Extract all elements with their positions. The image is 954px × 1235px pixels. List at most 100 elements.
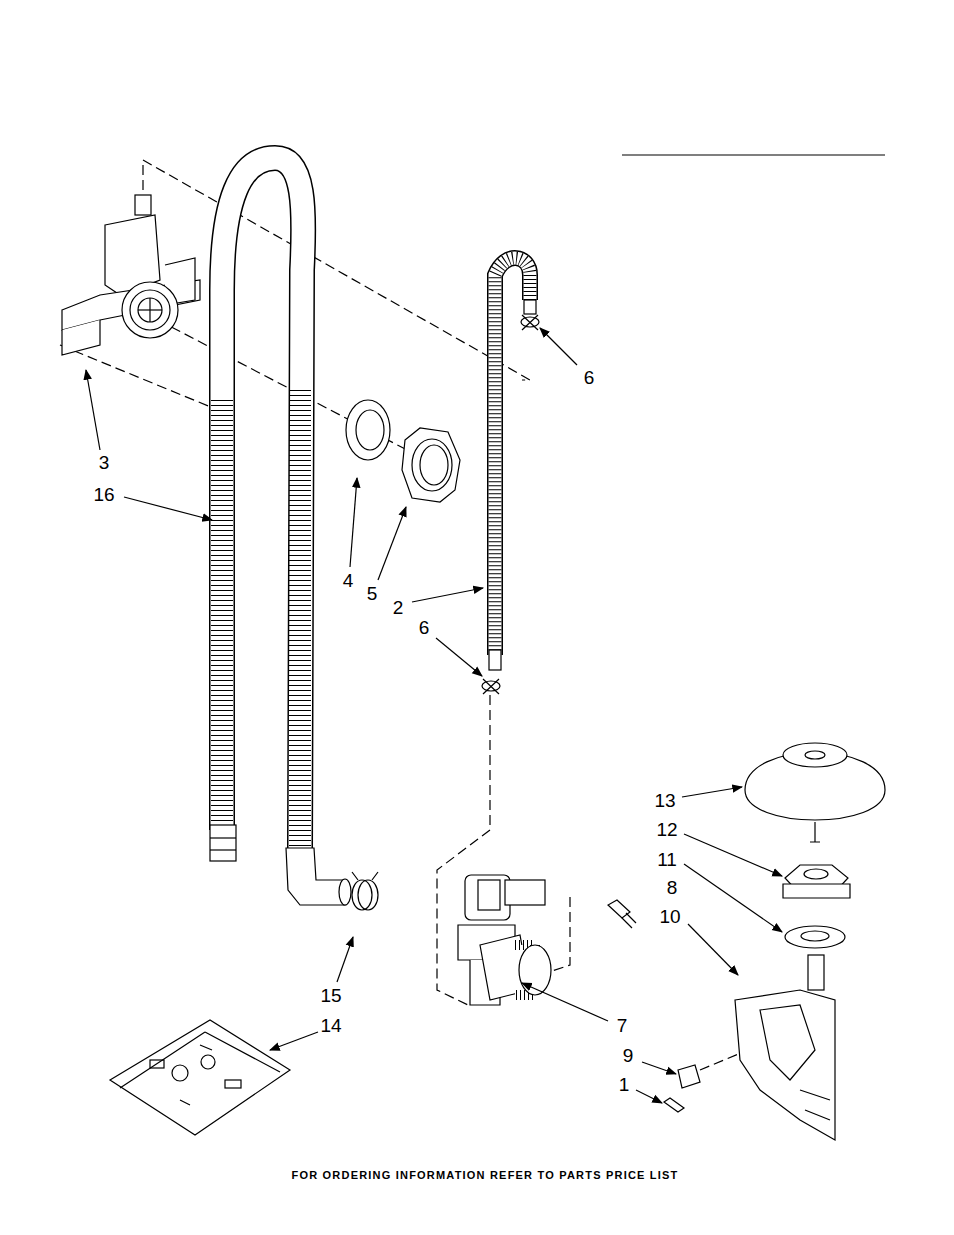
callout-number: 10 xyxy=(659,907,680,926)
bracket-tube xyxy=(808,955,824,990)
ordering-note: FOR ORDERING INFORMATION REFER TO PARTS … xyxy=(292,1170,679,1181)
leader-line xyxy=(337,937,353,982)
clamp-tab xyxy=(522,315,538,330)
clamp-tab xyxy=(352,872,378,880)
screw-shank xyxy=(622,913,636,928)
leader-line xyxy=(270,1032,318,1050)
callout-number: 8 xyxy=(667,878,678,897)
nut xyxy=(402,428,460,502)
switch xyxy=(678,1065,700,1088)
bracket-ring xyxy=(122,282,178,338)
switch-body xyxy=(678,1065,700,1088)
nut-body xyxy=(402,428,460,502)
nut-bore xyxy=(412,439,452,491)
callout-number: 1 xyxy=(619,1075,630,1094)
hose-ribs xyxy=(222,390,300,850)
hose-end xyxy=(210,837,236,838)
bracket-rib xyxy=(760,1005,815,1080)
callout-number: 12 xyxy=(656,820,677,839)
hose-clamp xyxy=(352,872,378,910)
leader-line xyxy=(682,787,742,797)
hose-elbow xyxy=(339,879,351,905)
hose-end xyxy=(524,300,536,314)
bag-item xyxy=(172,1065,188,1081)
callout-number: 16 xyxy=(93,485,114,504)
mounting-washer xyxy=(785,926,845,948)
leader-line xyxy=(522,983,608,1021)
leader-line xyxy=(684,864,782,932)
callout-number: 4 xyxy=(343,571,354,590)
washer-outer xyxy=(785,926,845,948)
callout-number: 6 xyxy=(419,618,430,637)
clamp-tab xyxy=(483,679,499,694)
leader-line xyxy=(378,507,406,580)
bracket-ring xyxy=(138,298,162,322)
hose-elbow xyxy=(286,848,345,905)
screw xyxy=(608,900,636,928)
leader-line xyxy=(86,370,100,450)
hose-fill xyxy=(222,158,303,850)
leader-line xyxy=(642,1062,676,1074)
nut-bore xyxy=(804,869,828,879)
air-gap-cap xyxy=(745,743,885,842)
leader-line xyxy=(540,328,577,365)
washer xyxy=(346,400,390,460)
hose-end xyxy=(489,650,501,670)
clip-body xyxy=(664,1098,684,1112)
washer-inner xyxy=(356,410,384,450)
washer-outer xyxy=(346,400,390,460)
valve-label xyxy=(478,880,500,910)
leader-line xyxy=(688,924,738,975)
callout-number: 9 xyxy=(623,1046,634,1065)
assembly-lines xyxy=(60,160,760,1070)
cap-hole xyxy=(805,751,825,759)
washer-inner xyxy=(801,931,829,941)
assembly-line xyxy=(143,160,530,380)
title-rule xyxy=(622,154,885,155)
mounting-nut xyxy=(783,865,850,898)
callout-number: 14 xyxy=(320,1016,341,1035)
callout-number: 2 xyxy=(393,598,404,617)
parts-bag xyxy=(110,1020,290,1135)
bag-outline xyxy=(110,1020,290,1135)
water-valve xyxy=(458,875,551,1005)
bracket-body xyxy=(735,990,835,1140)
inlet-hose xyxy=(489,258,536,670)
hose-bracket xyxy=(62,195,200,355)
callout-number: 15 xyxy=(320,986,341,1005)
callout-number: 11 xyxy=(657,850,677,869)
callout-number: 6 xyxy=(584,368,595,387)
leader-line xyxy=(350,478,357,567)
bag-item xyxy=(225,1080,241,1088)
hose-outline xyxy=(222,158,303,850)
bracket-ring xyxy=(130,290,170,330)
hose-end xyxy=(210,825,236,861)
leader-line xyxy=(684,834,782,876)
hose-end xyxy=(210,849,236,850)
assembly-line xyxy=(60,345,218,410)
cap-stem xyxy=(810,822,820,842)
callout-number: 13 xyxy=(654,791,675,810)
bag-item xyxy=(150,1060,164,1068)
bag-item xyxy=(201,1055,215,1069)
clamp-coil xyxy=(358,880,378,910)
bag-item xyxy=(180,1045,212,1105)
valve-inlet xyxy=(519,945,551,995)
leader-line xyxy=(124,497,212,520)
nut-bore xyxy=(420,445,448,485)
hose-clamp xyxy=(482,315,539,694)
bracket-nipple xyxy=(135,195,151,215)
air-gap-bracket xyxy=(735,955,835,1140)
drain-hose xyxy=(210,158,351,905)
bag-seam xyxy=(120,1032,280,1088)
cap-top xyxy=(783,743,847,767)
callout-number: 7 xyxy=(617,1016,628,1035)
leader-line xyxy=(412,588,483,602)
leader-line xyxy=(636,1090,662,1103)
callout-number: 3 xyxy=(99,453,110,472)
valve-coil xyxy=(465,875,510,920)
callout-number: 5 xyxy=(367,584,378,603)
clip xyxy=(664,1098,684,1112)
